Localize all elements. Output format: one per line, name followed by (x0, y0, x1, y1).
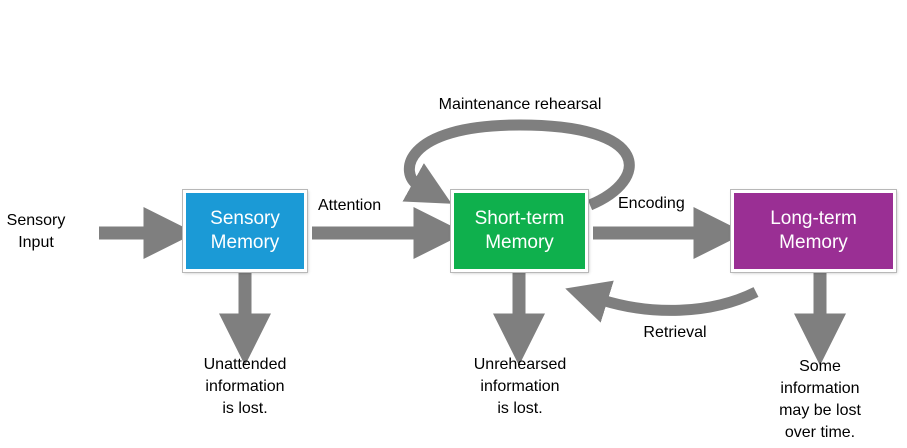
attention-label: Attention (318, 197, 382, 214)
unattended-lost-label: Unattended information is lost. (203, 356, 287, 417)
encoding-label: Encoding (618, 195, 685, 212)
arrow-retrieval (565, 280, 759, 323)
sensory-input-label: Sensory Input (6, 212, 66, 251)
sensory-memory-box: Sensory Memory (183, 190, 307, 272)
ltm-lost-label: Some information may be lost over time. (779, 358, 861, 441)
maintenance-rehearsal-label: Maintenance rehearsal (438, 96, 602, 113)
retrieval-label: Retrieval (643, 324, 707, 341)
short-term-memory-box: Short-term Memory (451, 190, 588, 272)
arrow-maintenance-loop (402, 119, 635, 211)
long-term-memory-box: Long-term Memory (731, 190, 896, 272)
unrehearsed-lost-label: Unrehearsed information is lost. (473, 356, 567, 417)
